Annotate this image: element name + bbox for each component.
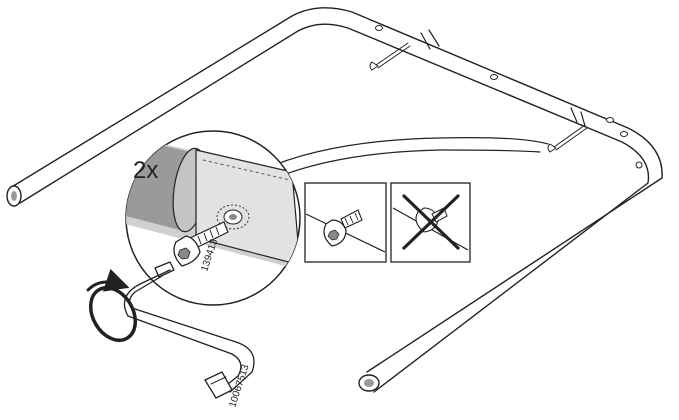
tube-hole-markers (375, 25, 643, 169)
u-shaped-tube-frame-icon (6, 7, 663, 393)
correct-screw-position-icon (304, 182, 387, 263)
screw-icon (547, 124, 588, 153)
incorrect-crossed-out-icon (390, 182, 471, 263)
clockwise-rotation-arrow-icon (86, 268, 138, 342)
screw-icon (173, 221, 229, 267)
screw-icon (369, 42, 411, 71)
magnified-detail: 2x 139413 (125, 130, 301, 306)
key-part-number: 10067513 (227, 363, 251, 409)
quantity-label: 2x (133, 157, 158, 184)
